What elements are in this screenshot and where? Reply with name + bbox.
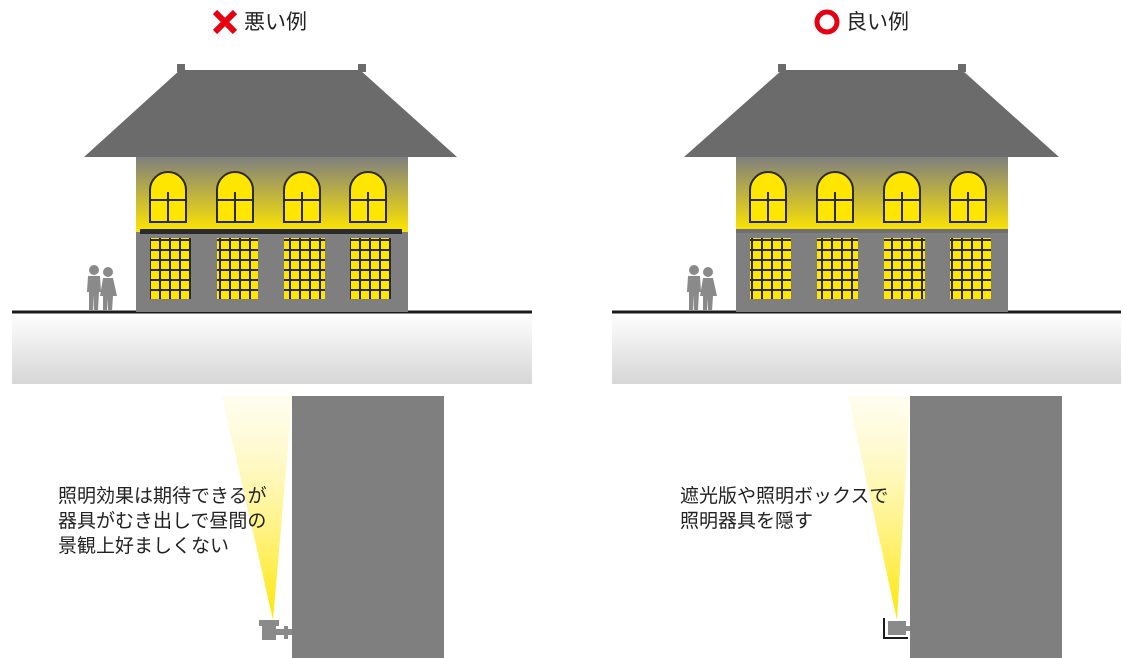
wall-section [910,396,1062,658]
arched-window [149,171,187,223]
light-beam [848,396,910,620]
light-beam [222,396,292,620]
exposed-light-fixture-icon [259,620,292,640]
good-example-caption: 遮光版や照明ボックスで 照明器具を隠す [680,485,889,532]
grid-window [884,238,925,299]
wall-section [292,396,444,658]
arched-window [216,171,254,223]
roof [684,70,1059,157]
bad-example-heading: 悪い例 [212,8,307,36]
grid-window [950,238,991,299]
people-silhouette-icon [87,265,117,311]
arched-window [816,171,854,223]
shielded-light-fixture-icon [883,618,910,639]
grid-window [150,238,191,299]
red-circle-icon [814,9,840,35]
arched-window [749,171,787,223]
grid-window [350,238,391,299]
grid-window [750,238,791,299]
ground [612,312,1121,384]
ground [12,312,532,384]
hidden-fixture-band [736,229,1008,233]
grid-window [817,238,858,299]
arched-window [883,171,921,223]
bad-example-caption: 照明効果は期待できるが 器具がむき出しで昼間の 景観上好ましくない [58,485,267,557]
bad-example-title: 悪い例 [244,10,307,34]
good-example-heading: 良い例 [814,8,909,36]
grid-window [217,238,258,299]
people-silhouette-icon [687,265,717,311]
arched-window [283,171,321,223]
bad-example-illustration [12,64,532,658]
red-cross-icon [212,9,238,35]
arched-window [349,171,387,223]
arched-window [949,171,987,223]
roof [84,70,457,157]
exposed-fixtures [140,229,402,234]
bad-example-panel: 悪い例 [0,0,561,658]
grid-window [284,238,325,299]
good-example-illustration [612,64,1121,658]
good-example-panel: 良い例 [562,0,1123,658]
good-example-title: 良い例 [846,10,909,34]
